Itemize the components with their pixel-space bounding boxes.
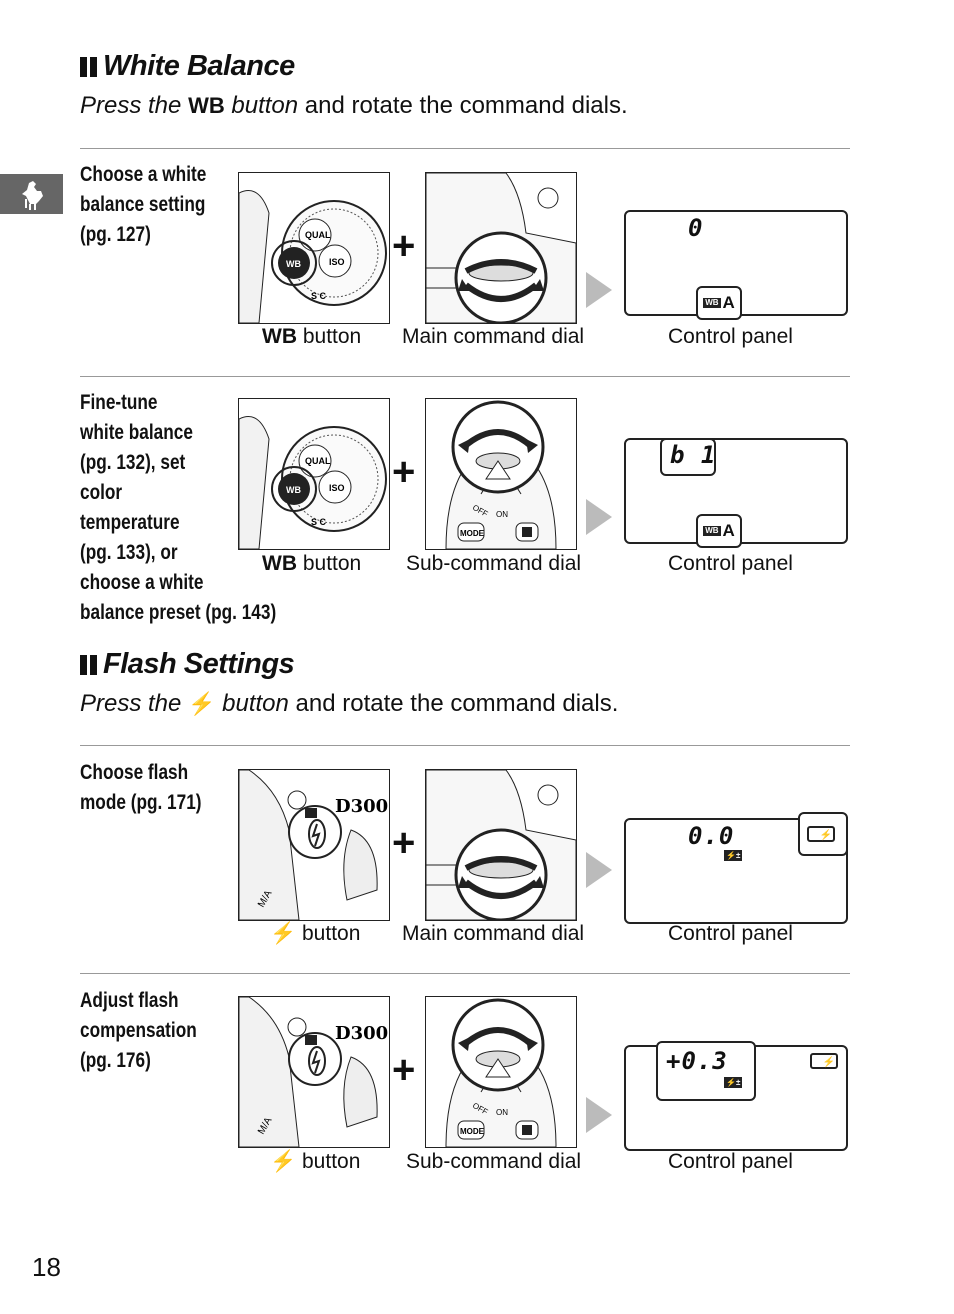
caption-dial: Main command dial xyxy=(402,325,585,348)
svg-text:WB: WB xyxy=(286,485,301,495)
svg-text:ISO: ISO xyxy=(329,257,345,267)
arrow-right-icon xyxy=(586,1097,612,1133)
divider xyxy=(80,973,850,974)
flash-button-illustration: D300 M/A xyxy=(238,769,390,921)
main-command-dial-illustration xyxy=(425,769,577,921)
caption-dial: Sub-command dial xyxy=(406,1150,582,1173)
control-panel-display: 0.0 ⚡± ⚡ xyxy=(624,812,848,924)
control-panel-display: +0.3 ⚡± ⚡ xyxy=(624,1041,848,1151)
chapter-tab xyxy=(0,174,63,214)
flash-icon: ⚡ xyxy=(270,1150,297,1173)
plus-icon: + xyxy=(392,224,416,268)
divider xyxy=(80,148,850,149)
divider xyxy=(80,745,850,746)
section-title-white-balance: White Balance xyxy=(80,50,295,83)
arrow-right-icon xyxy=(586,852,612,888)
flash-compensation-icon: ⚡± xyxy=(724,1077,743,1088)
caption-wb-button: WB button xyxy=(262,552,362,575)
svg-text:QUAL: QUAL xyxy=(305,456,331,466)
svg-text:D300: D300 xyxy=(335,1023,388,1044)
svg-text:ISO: ISO xyxy=(329,483,345,493)
section-marker-icon xyxy=(80,654,97,675)
svg-text:S C: S C xyxy=(311,517,327,527)
arrow-right-icon xyxy=(586,272,612,308)
flash-mode-highlight xyxy=(798,812,848,856)
rooster-icon xyxy=(22,181,43,210)
sub-command-dial-illustration: OFF ON MODE xyxy=(425,996,577,1148)
caption-control-panel: Control panel xyxy=(668,325,793,348)
wb-button-illustration: QUAL ISO WB S C xyxy=(238,398,390,550)
step-text: Choose a white balance setting (pg. 127) xyxy=(80,163,207,246)
svg-text:WB: WB xyxy=(286,259,301,269)
sub-command-dial-illustration: OFF ON MODE xyxy=(425,398,577,550)
flash-mode-icon: ⚡ xyxy=(807,826,835,842)
svg-text:D300: D300 xyxy=(335,796,388,817)
caption-dial: Sub-command dial xyxy=(406,552,582,575)
flash-button-illustration: D300 M/A xyxy=(238,996,390,1148)
svg-text:S C: S C xyxy=(311,291,327,301)
section-title-flash-settings: Flash Settings xyxy=(80,648,295,681)
caption-dial: Main command dial xyxy=(402,922,585,945)
highlight-box xyxy=(660,438,716,476)
svg-text:QUAL: QUAL xyxy=(305,230,331,240)
flash-icon: ⚡ xyxy=(270,922,297,945)
wb-button-illustration: QUAL ISO WB S C xyxy=(238,172,390,324)
plus-icon: + xyxy=(392,821,416,865)
step-text: Adjust flash compensation (pg. 176) xyxy=(80,989,197,1072)
caption-wb-button: WB button xyxy=(262,325,362,348)
main-command-dial-illustration xyxy=(425,172,577,324)
plus-icon: + xyxy=(392,1048,416,1092)
plus-icon: + xyxy=(392,450,416,494)
step-text: Choose flash mode (pg. 171) xyxy=(80,761,202,814)
svg-text:ON: ON xyxy=(496,1108,508,1117)
section-marker-icon xyxy=(80,56,97,77)
caption-flash-button: ⚡ button xyxy=(270,1150,361,1173)
caption-flash-button: ⚡ button xyxy=(270,922,361,945)
flash-compensation-highlight xyxy=(656,1041,756,1101)
caption-control-panel: Control panel xyxy=(668,552,793,575)
white-balance-intro: Press the WB button and rotate the comma… xyxy=(80,92,628,119)
svg-text:MODE: MODE xyxy=(460,529,485,538)
step-text: Fine-tune white balance (pg. 132), set c… xyxy=(80,391,277,624)
svg-text:ON: ON xyxy=(496,510,508,519)
arrow-right-icon xyxy=(586,499,612,535)
flash-compensation-icon: ⚡± xyxy=(724,850,743,861)
caption-control-panel: Control panel xyxy=(668,1150,793,1173)
divider xyxy=(80,376,850,377)
flash-settings-intro: Press the ⚡ button and rotate the comman… xyxy=(80,690,619,717)
flash-mode-icon: ⚡ xyxy=(810,1053,838,1069)
page-number: 18 xyxy=(32,1252,61,1282)
caption-control-panel: Control panel xyxy=(668,922,793,945)
flash-icon: ⚡ xyxy=(188,691,216,716)
svg-text:MODE: MODE xyxy=(460,1127,485,1136)
